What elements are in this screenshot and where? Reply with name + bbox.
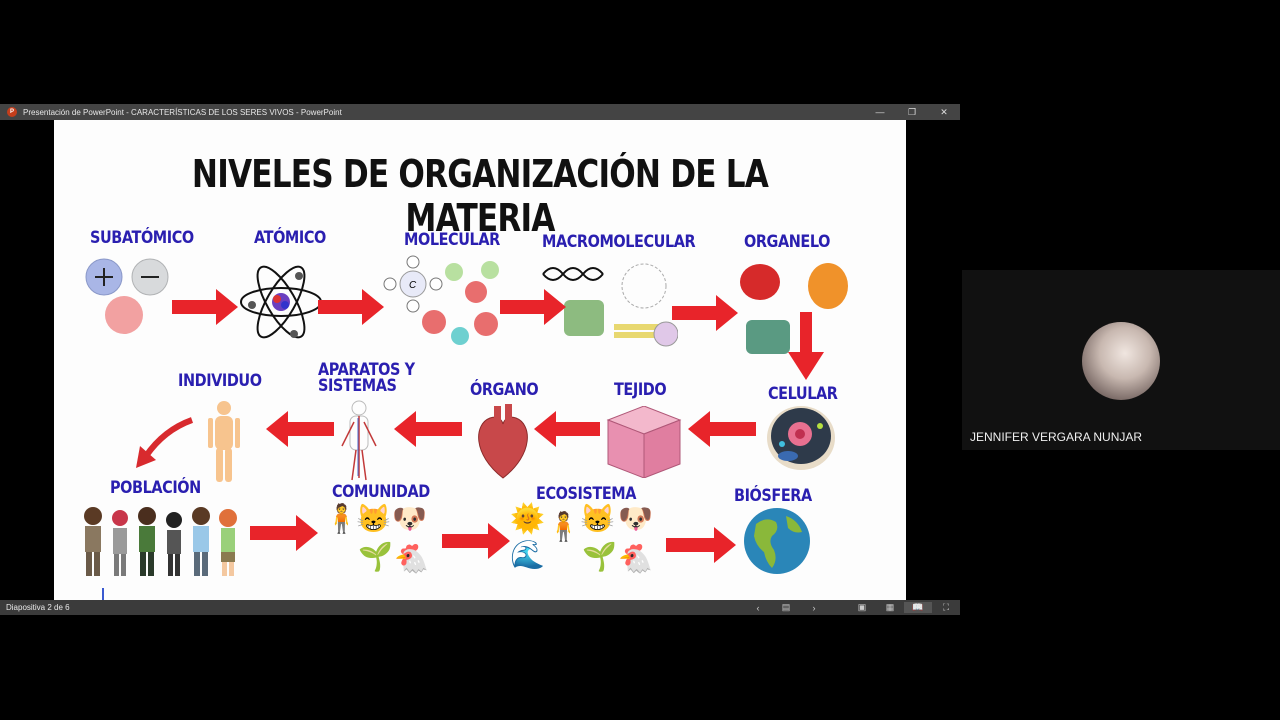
participant-avatar <box>1082 322 1160 400</box>
label-subatomico: SUBATÓMICO <box>90 228 194 248</box>
ecosystem-icon: 🌞 🌊 🧍 😸 🐶 🌱 🐔 <box>510 504 670 584</box>
arrow-celular-tejido <box>688 411 756 447</box>
label-organelo: ORGANELO <box>744 232 830 252</box>
community-icon: 🧍 😸 🐶 🌱 🐔 <box>324 504 444 584</box>
window-controls: — ❐ ✕ <box>864 104 960 120</box>
window-title: Presentación de PowerPoint - CARACTERÍST… <box>23 107 342 117</box>
arrow-molecular-macromolecular <box>500 289 566 325</box>
arrow-individuo-poblacion <box>136 417 194 468</box>
label-biosfera: BIÓSFERA <box>734 486 812 506</box>
minimize-button[interactable]: — <box>875 107 885 117</box>
slideshow-button[interactable]: ⛶ <box>942 602 950 612</box>
sun-emoji: 🌞 <box>510 503 545 534</box>
human-body-icon <box>208 401 240 482</box>
label-atomico: ATÓMICO <box>254 228 326 248</box>
label-sistemas: SISTEMAS <box>318 376 397 396</box>
arrow-ecosistema-biosfera <box>666 527 736 563</box>
slide-title: NIVELES DE ORGANIZACIÓN DE LA MATERIA <box>191 152 769 240</box>
close-button[interactable]: ✕ <box>940 107 948 117</box>
people-group-icon <box>80 506 240 578</box>
heart-icon <box>478 404 528 479</box>
arrow-organelo-celular <box>788 312 824 380</box>
tissue-icon <box>606 406 682 478</box>
slide-stage: NIVELES DE ORGANIZACIÓN DE LA MATERIA SU… <box>0 120 960 600</box>
person-emoji: 🧍 <box>546 511 581 542</box>
label-poblacion: POBLACIÓN <box>110 478 201 498</box>
organelle-icon <box>740 263 848 354</box>
earth-globe-icon <box>744 508 810 574</box>
subatomic-particles-icon <box>85 258 169 334</box>
arrow-comunidad-ecosistema <box>442 523 510 559</box>
slide-indicator: Diapositiva 2 de 6 <box>6 603 70 612</box>
prev-slide-button[interactable]: ‹ <box>756 602 760 613</box>
next-slide-button[interactable]: › <box>812 602 816 613</box>
person-emoji: 🧍 <box>324 503 359 534</box>
plant-emoji: 🌱 <box>582 541 617 572</box>
macromolecule-icon <box>542 263 678 347</box>
slide[interactable]: NIVELES DE ORGANIZACIÓN DE LA MATERIA SU… <box>54 120 906 600</box>
label-aparatos-y: APARATOS Y <box>318 360 415 380</box>
dog-emoji: 🐶 <box>618 503 653 534</box>
restore-button[interactable]: ❐ <box>907 107 917 117</box>
label-comunidad: COMUNIDAD <box>332 482 430 502</box>
arrow-tejido-organo <box>534 411 600 447</box>
wave-emoji: 🌊 <box>510 539 545 570</box>
slide-sorter-button[interactable]: ▦ <box>885 602 895 612</box>
label-ecosistema: ECOSISTEMA <box>536 484 636 504</box>
circulatory-system-icon <box>341 400 377 481</box>
arrow-subatomico-atomico <box>172 289 238 325</box>
label-macromolecular: MACROMOLECULAR <box>542 232 696 252</box>
label-celular: CELULAR <box>768 384 838 404</box>
cat-emoji: 😸 <box>356 503 391 534</box>
participant-name: JENNIFER VERGARA NUNJAR <box>970 430 1143 444</box>
chicken-emoji: 🐔 <box>394 543 429 574</box>
text-cursor <box>102 588 104 600</box>
label-organo: ÓRGANO <box>470 380 539 400</box>
arrow-macromolecular-organelo <box>672 295 738 331</box>
notes-button[interactable]: ▤ <box>781 602 791 612</box>
svg-text:C: C <box>409 280 417 291</box>
dog-emoji: 🐶 <box>392 503 427 534</box>
label-individuo: INDIVIDUO <box>178 371 262 391</box>
screen-share: P Presentación de PowerPoint - CARACTERÍ… <box>0 104 960 615</box>
cat-emoji: 😸 <box>580 503 615 534</box>
label-molecular: MOLECULAR <box>404 230 500 250</box>
label-tejido: TEJIDO <box>614 380 667 400</box>
atom-icon <box>240 265 322 339</box>
reading-view-button[interactable]: 📖 <box>904 602 932 613</box>
molecule-icon: C <box>383 255 499 345</box>
normal-view-button[interactable]: ▣ <box>857 602 867 612</box>
powerpoint-icon: P <box>7 107 17 117</box>
participant-video-tile[interactable]: JENNIFER VERGARA NUNJAR <box>962 270 1280 450</box>
arrow-atomico-molecular <box>318 289 384 325</box>
cell-icon <box>767 406 835 470</box>
window-titlebar: P Presentación de PowerPoint - CARACTERÍ… <box>0 104 960 120</box>
chicken-emoji: 🐔 <box>618 543 653 574</box>
plant-emoji: 🌱 <box>358 541 393 572</box>
view-controls: ‹ ▤ › ▣ ▦ 📖 ⛶ <box>744 600 960 615</box>
arrow-sistemas-individuo <box>266 411 334 447</box>
arrow-organo-sistemas <box>394 411 462 447</box>
status-bar: Diapositiva 2 de 6 ‹ ▤ › ▣ ▦ 📖 ⛶ <box>0 600 960 615</box>
arrow-poblacion-comunidad <box>250 515 318 551</box>
